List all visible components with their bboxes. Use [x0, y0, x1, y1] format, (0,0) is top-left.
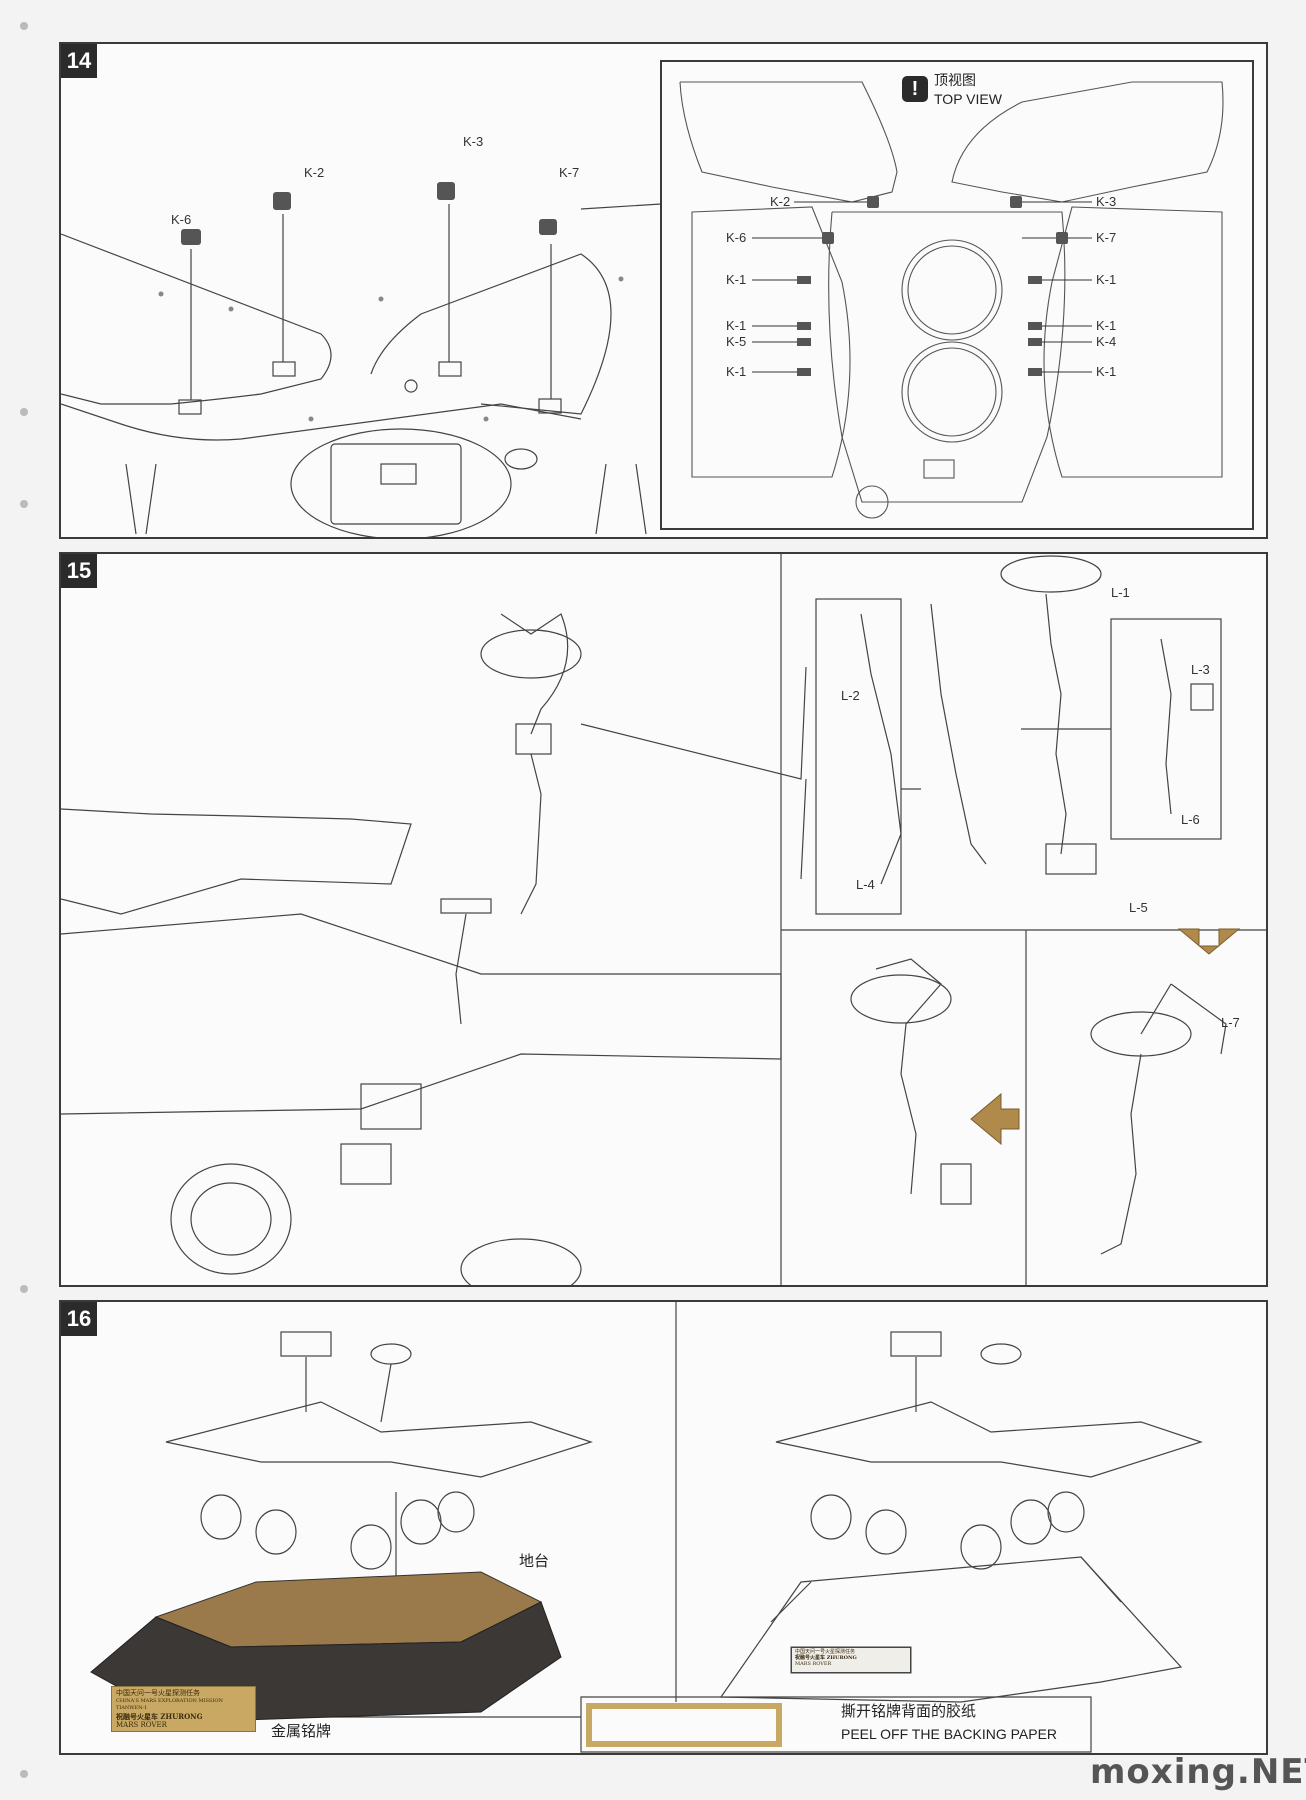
step-14-panel: 14 — [59, 42, 1268, 539]
part-label: L-7 — [1221, 1015, 1240, 1030]
part-label: L-4 — [856, 877, 875, 892]
top-view-label: K-4 — [1096, 334, 1116, 349]
top-view-title-en: TOP VIEW — [934, 91, 1002, 107]
top-view-label: K-7 — [1096, 230, 1116, 245]
name-plate: 中国天问一号火星探测任务 CHINA'S MARS EXPLORATION MI… — [111, 1686, 256, 1732]
top-view-title-cn: 顶视图 — [934, 73, 976, 89]
plate-line: 祝融号火星车 ZHURONG — [795, 1655, 857, 1661]
part-label: K-2 — [304, 165, 324, 180]
step-number: 16 — [61, 1302, 97, 1336]
top-view-label: K-2 — [770, 194, 790, 209]
plate-line: 中国天问一号火星探测任务 — [795, 1649, 856, 1655]
plate-line: MARS ROVER — [795, 1661, 832, 1667]
part-label: K-3 — [463, 134, 483, 149]
part-label: K-7 — [559, 165, 579, 180]
watermark: moxing.NET — [1090, 1752, 1306, 1792]
part-label: L-6 — [1181, 812, 1200, 827]
binding-hole — [20, 1285, 28, 1293]
binding-hole — [20, 408, 28, 416]
top-view-label: K-1 — [726, 318, 746, 333]
top-view-label: K-1 — [726, 272, 746, 287]
top-view-label: K-6 — [726, 230, 746, 245]
peel-instruction-en: PEEL OFF THE BACKING PAPER — [841, 1726, 1058, 1742]
part-label: L-3 — [1191, 662, 1210, 677]
binding-hole — [20, 1770, 28, 1778]
binding-hole — [20, 22, 28, 30]
part-label: L-2 — [841, 688, 860, 703]
step-15-drawing: L-1 L-2 L-3 L-4 L-5 L-6 L-7 — [61, 554, 1266, 1285]
peel-instruction-cn: 撕开铭牌背面的胶纸 — [841, 1702, 977, 1720]
part-label: L-1 — [1111, 585, 1130, 600]
top-view-inset: ! 顶视图 TOP VIEW — [660, 60, 1254, 530]
plate-line: 祝融号火星车 ZHURONG — [116, 1712, 203, 1721]
top-view-label: K-1 — [1096, 364, 1116, 379]
plate-line: MARS ROVER — [116, 1721, 167, 1729]
exclamation-icon: ! — [902, 76, 928, 102]
step-14-drawing: K-6 K-2 K-3 K-7 — [61, 134, 722, 537]
top-view-label: K-1 — [726, 364, 746, 379]
step-number: 15 — [61, 554, 97, 588]
plate-label: 金属铭牌 — [271, 1722, 332, 1740]
top-view-label: K-1 — [1096, 272, 1116, 287]
part-label: L-5 — [1129, 900, 1148, 915]
step-number: 14 — [61, 44, 97, 78]
top-view-drawing: K-2 K-6 K-1 K-1 K-5 K-1 K-3 K-7 K-1 K-1 … — [679, 81, 1224, 519]
top-view-label: K-1 — [1096, 318, 1116, 333]
step-15-panel: 15 — [59, 552, 1268, 1287]
step-16-panel: 16 — [59, 1300, 1268, 1755]
top-view-label: K-5 — [726, 334, 746, 349]
part-label: K-6 — [171, 212, 191, 227]
plate-line: CHINA'S MARS EXPLORATION MISSION TIANWEN… — [116, 1698, 223, 1711]
name-plate-installed: 中国天问一号火星探测任务 祝融号火星车 ZHURONG MARS ROVER — [791, 1647, 911, 1673]
stand-label: 地台 — [519, 1552, 550, 1570]
binding-hole — [20, 500, 28, 508]
top-view-label: K-3 — [1096, 194, 1116, 209]
plate-line: 中国天问一号火星探测任务 — [116, 1689, 200, 1697]
